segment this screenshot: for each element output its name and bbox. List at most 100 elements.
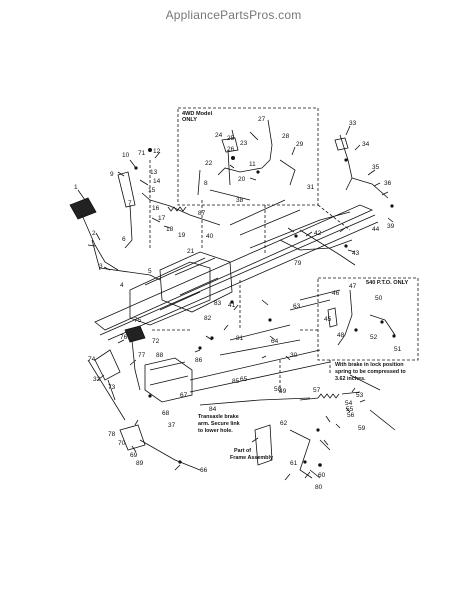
spring-lower — [317, 393, 340, 399]
brake-note-line3: to lower hole. — [198, 428, 233, 434]
callout-7: 7 — [128, 200, 132, 207]
callout-88: 88 — [156, 352, 164, 359]
leader-lines — [77, 125, 394, 481]
callout-6: 6 — [122, 236, 126, 243]
callout-82: 82 — [204, 315, 212, 322]
callout-37: 37 — [168, 422, 176, 429]
callout-43: 43 — [352, 250, 360, 257]
frame-note-line1: Part of — [234, 448, 252, 454]
frame-note-line2: Frame Assembly — [230, 455, 273, 461]
callout-70: 70 — [118, 440, 126, 447]
callout-15: 15 — [148, 187, 156, 194]
callout-87: 87 — [198, 210, 206, 217]
callout-40: 40 — [206, 233, 214, 240]
callout-12: 12 — [153, 148, 161, 155]
callout-65: 65 — [240, 376, 248, 383]
callout-50: 50 — [375, 295, 383, 302]
callout-72: 72 — [152, 338, 160, 345]
callout-39: 39 — [387, 223, 395, 230]
callout-10: 10 — [122, 152, 130, 159]
callout-55: 55 — [346, 406, 354, 413]
callout-5: 5 — [148, 268, 152, 275]
callout-38: 38 — [236, 197, 244, 204]
callout-49: 49 — [279, 388, 287, 395]
callout-31: 31 — [307, 184, 315, 191]
callout-32: 32 — [93, 376, 101, 383]
callout-41: 41 — [228, 302, 236, 309]
callout-16: 16 — [152, 205, 160, 212]
spring-note-line1: With brake in lock position — [335, 362, 404, 368]
callout-30: 30 — [290, 352, 298, 359]
callout-18: 18 — [166, 226, 174, 233]
callout-81: 81 — [236, 335, 244, 342]
callout-51: 51 — [394, 346, 402, 353]
callout-56: 56 — [347, 412, 355, 419]
callout-17: 17 — [158, 215, 166, 222]
spring-note-line3: 3.62 inches. — [335, 376, 366, 382]
pto-box-title: 540 P.T.O. ONLY — [366, 280, 409, 286]
callout-27: 27 — [258, 116, 266, 123]
callout-54: 54 — [345, 400, 353, 407]
callout-26: 26 — [227, 146, 235, 153]
callout-78: 78 — [108, 431, 116, 438]
callout-62: 62 — [280, 420, 288, 427]
callout-36: 36 — [384, 180, 392, 187]
callout-29: 29 — [296, 141, 304, 148]
callout-76: 76 — [120, 334, 128, 341]
callout-83: 83 — [214, 300, 222, 307]
callout-4: 4 — [120, 282, 124, 289]
callout-21: 21 — [187, 248, 195, 255]
callout-8: 8 — [204, 180, 208, 187]
callout-61: 61 — [290, 460, 298, 467]
spring-note-line2: spring to be compressed to — [335, 369, 406, 375]
callout-75: 75 — [134, 317, 142, 324]
watermark: AppliancePartsPros.com — [165, 8, 302, 22]
callout-28: 28 — [282, 133, 290, 140]
callout-33: 33 — [349, 120, 357, 127]
callout-13: 13 — [150, 169, 158, 176]
dashed-leaders — [149, 160, 351, 395]
callout-68: 68 — [162, 410, 170, 417]
callout-45: 45 — [324, 316, 332, 323]
callout-35: 35 — [372, 164, 380, 171]
callout-84: 84 — [209, 406, 217, 413]
frame-rail — [94, 204, 374, 331]
callout-11: 11 — [249, 161, 256, 168]
brake-note-line2: arm. Secure link — [198, 421, 240, 427]
callout-22: 22 — [205, 160, 213, 167]
callout-2: 2 — [92, 230, 96, 237]
callout-57: 57 — [313, 387, 321, 394]
callout-20: 20 — [238, 176, 246, 183]
pedal-pad — [69, 197, 97, 220]
callout-14: 14 — [153, 178, 161, 185]
callout-3: 3 — [99, 263, 103, 270]
callout-79: 79 — [294, 260, 302, 267]
callout-23: 23 — [240, 140, 248, 147]
fwd-box-title-line2: ONLY — [182, 117, 198, 123]
lower-housing — [144, 357, 193, 403]
callout-42: 42 — [314, 230, 322, 237]
callout-9: 9 — [110, 171, 114, 178]
attachment-dots — [134, 148, 396, 467]
callout-63: 63 — [293, 303, 301, 310]
fwd-box-outline — [177, 107, 319, 206]
callout-77: 77 — [138, 352, 146, 359]
callout-44: 44 — [372, 226, 380, 233]
brake-note-line1: Transaxle brake — [198, 414, 239, 420]
callout-46: 46 — [332, 290, 340, 297]
callout-74: 74 — [88, 356, 96, 363]
callout-86: 86 — [195, 357, 203, 364]
callout-89: 89 — [136, 460, 144, 467]
pto-box-outline — [317, 277, 419, 361]
callout-34: 34 — [362, 141, 370, 148]
callout-60: 60 — [318, 472, 326, 479]
transmission-housing — [159, 251, 233, 313]
callout-73: 73 — [108, 384, 116, 391]
callout-59: 59 — [358, 425, 366, 432]
callout-24: 24 — [215, 132, 223, 139]
callout-1: 1 — [74, 184, 78, 191]
callout-71: 71 — [138, 150, 146, 157]
callout-80: 80 — [315, 484, 323, 491]
